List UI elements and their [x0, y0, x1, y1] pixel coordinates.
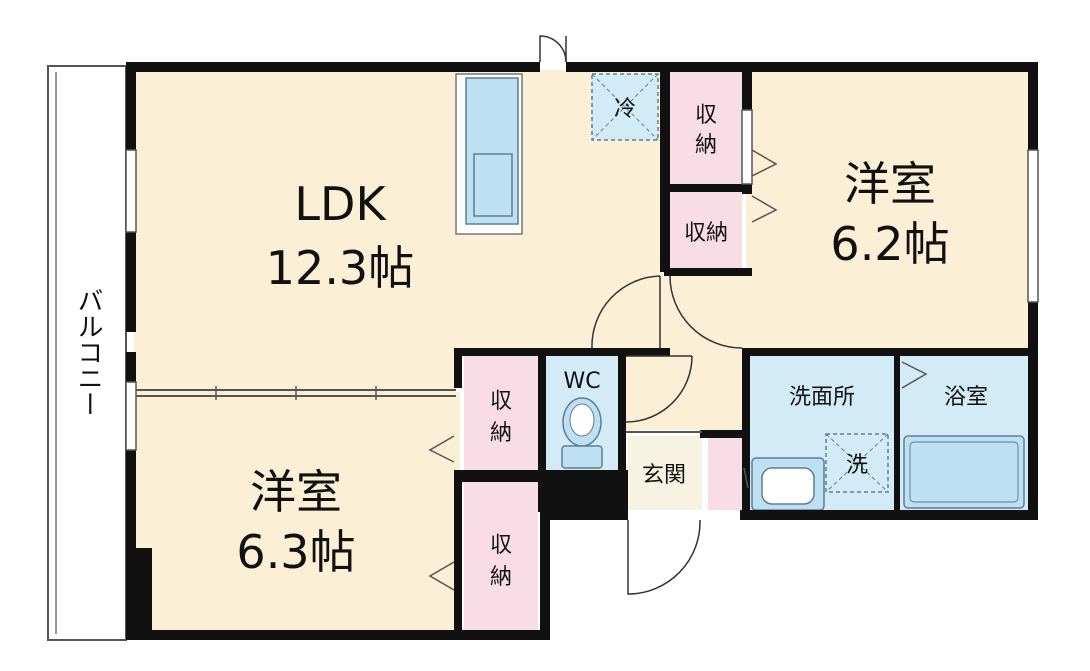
- bathtub-inner: [909, 441, 1019, 503]
- partition-ticks: [215, 386, 377, 400]
- storage-low-floor: [464, 482, 538, 632]
- ldk-floor-lower: [134, 348, 454, 392]
- storage-entrance-floor: [708, 436, 744, 510]
- windows: [125, 109, 1039, 451]
- storage-top-1-label-b: 納: [695, 133, 717, 158]
- balcony-label: バルコニー: [73, 287, 103, 417]
- bedroom-east-floor: [746, 70, 1030, 352]
- fridge-label: 冷: [614, 97, 636, 122]
- toilet-seat: [569, 403, 595, 437]
- fridge-diag-1: [591, 73, 659, 141]
- ldk-size: 12.3帖: [266, 241, 414, 295]
- storage-mid-floor: [464, 356, 538, 470]
- wash-basin-bowl: [761, 467, 815, 505]
- bedroom-east-size: 6.2帖: [830, 217, 949, 271]
- washer-diag-2: [825, 433, 889, 493]
- entrance-label: 玄関: [642, 463, 686, 488]
- walls: [126, 62, 1038, 640]
- bedroom-east-label: 洋室: [844, 157, 936, 211]
- bedroom-west-size: 6.3帖: [236, 525, 355, 579]
- storage-low-label-a: 収: [490, 533, 512, 558]
- balcony-area: [47, 65, 127, 641]
- storage-mid-label-b: 納: [490, 421, 512, 446]
- bathroom-label: 浴室: [944, 385, 988, 410]
- ldk-floor: [134, 70, 664, 348]
- doors: [539, 35, 743, 595]
- storage-top-2-floor: [670, 192, 742, 268]
- hall-floor-2: [624, 352, 700, 430]
- storage-low-label-b: 納: [490, 565, 512, 590]
- storage-door-marks: [428, 149, 928, 591]
- fridge-diag-2: [591, 73, 659, 141]
- storage-mid-label-a: 収: [490, 389, 512, 414]
- bedroom-west-floor: [134, 392, 460, 632]
- storage-top-1-label-a: 収: [695, 103, 717, 128]
- storage-top-2-label: 収納: [684, 221, 728, 246]
- wc-label: WC: [563, 369, 600, 394]
- kitchen-stove: [473, 153, 513, 217]
- toilet-tank: [561, 445, 603, 469]
- entrance-floor: [628, 436, 702, 510]
- washroom-label: 洗面所: [789, 385, 855, 410]
- bedroom-west-label: 洋室: [250, 465, 342, 519]
- ldk-label: LDK: [294, 177, 387, 231]
- washer-label: 洗: [846, 453, 868, 478]
- storage-top-1-floor: [670, 72, 742, 184]
